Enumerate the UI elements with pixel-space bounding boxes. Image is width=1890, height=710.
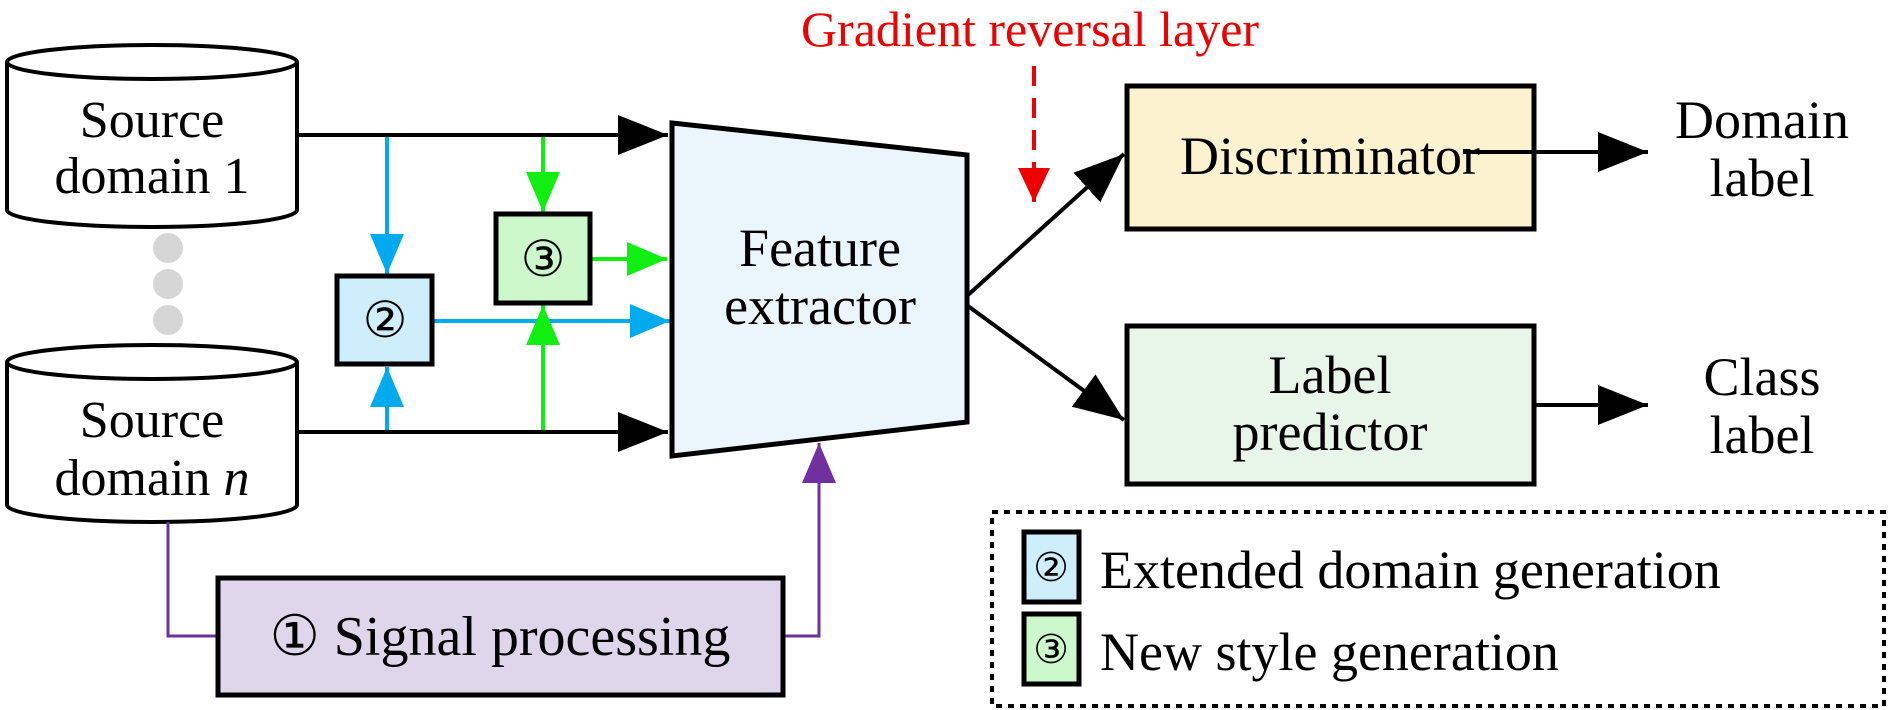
ellipsis-dots: [153, 233, 183, 335]
gradient-reversal-label: Gradient reversal layer: [801, 1, 1259, 57]
legend-label-new-style: New style generation: [1100, 622, 1559, 682]
discriminator-box: Discriminator: [1124, 83, 1537, 232]
domain-label-line2: label: [1710, 148, 1815, 208]
signal-processing-label: Signal processing: [334, 606, 731, 668]
legend-swatch-extended-domain: [1021, 529, 1082, 605]
legend-label-extended-domain: Extended domain generation: [1100, 540, 1721, 600]
ellipsis-dot: [153, 233, 183, 263]
legend-number-extended-domain: ②: [1033, 545, 1069, 590]
source-domain-n-cylinder: Source domain n: [5, 343, 299, 524]
label-predictor-box: Label predictor: [1124, 323, 1537, 487]
source-n-to-signal-processing-line: [166, 522, 217, 638]
class-label-line1: Class: [1703, 347, 1820, 407]
module-3-number: ③: [521, 231, 566, 287]
source-domain-1-line2: domain 1: [55, 148, 250, 205]
source-domain-n-var: n: [223, 450, 249, 507]
module-3-new-style-box: ③: [493, 211, 593, 306]
label-predictor-line2: predictor: [1233, 402, 1428, 462]
feature-extractor-line1: Feature: [739, 218, 901, 278]
source-domain-n-line1: Source: [80, 392, 224, 449]
module-2-number: ②: [363, 292, 408, 348]
source-domain-1-line1: Source: [80, 92, 224, 149]
source-domain-1-cylinder: Source domain 1: [5, 43, 299, 229]
class-label-line2: label: [1710, 405, 1815, 465]
legend-swatch-new-style: [1021, 611, 1082, 687]
signal-processing-box: ① Signal processing: [215, 575, 786, 698]
ellipsis-dot: [153, 305, 183, 335]
feature-extractor: Feature extractor: [669, 120, 970, 459]
ellipsis-dot: [153, 269, 183, 299]
module-2-extended-domain-box: ②: [334, 273, 435, 367]
source-domain-n-line2: domain n: [55, 450, 250, 507]
legend-item-extended-domain: ② Extended domain generation: [1021, 529, 1721, 605]
extractor-to-discriminator-arrow: [966, 152, 1126, 297]
discriminator-label: Discriminator: [1180, 126, 1480, 186]
signal-processing-text: ① Signal processing: [270, 606, 731, 668]
legend-number-new-style: ③: [1033, 627, 1069, 672]
feature-extractor-line2: extractor: [724, 276, 916, 336]
legend: ② Extended domain generation ③ New style…: [990, 510, 1886, 708]
signal-processing-number: ①: [270, 606, 320, 668]
extractor-to-label-predictor-arrow: [966, 304, 1126, 422]
legend-item-new-style: ③ New style generation: [1021, 611, 1559, 687]
domain-label-line1: Domain: [1675, 90, 1849, 150]
label-predictor-line1: Label: [1269, 345, 1392, 405]
legend-border: [990, 510, 1886, 708]
source-domain-n-prefix: domain: [55, 450, 224, 507]
signal-processing-to-extractor-arrow: [784, 443, 836, 638]
